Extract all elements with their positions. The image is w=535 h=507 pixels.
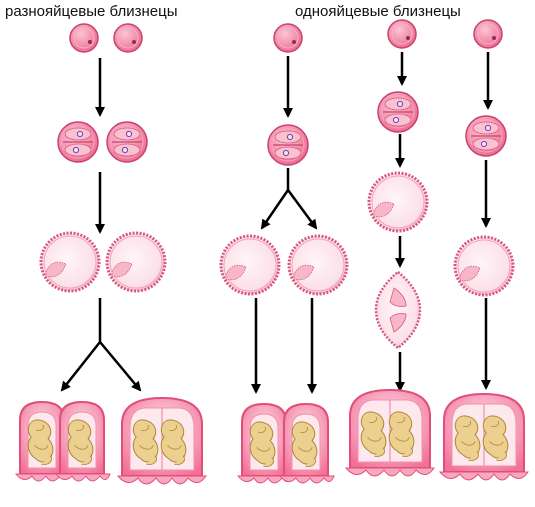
blastocyst	[367, 171, 429, 233]
arrow	[99, 341, 142, 392]
arrow	[60, 341, 101, 392]
zygote-1	[69, 23, 99, 53]
blastocyst	[105, 231, 167, 293]
zygote	[473, 19, 503, 49]
dizygotic-twins-label: разнояйцевые близнецы	[5, 3, 178, 20]
stretched-blastocyst	[374, 270, 422, 350]
shared-placenta	[440, 394, 528, 480]
blastocyst	[39, 231, 101, 293]
monozygotic-twins-label: однояйцевые близнецы	[295, 3, 461, 20]
separate-placenta	[280, 404, 334, 483]
shared-placenta	[346, 390, 434, 476]
zygote	[273, 23, 303, 53]
arrow	[260, 189, 290, 230]
zygote-2	[113, 23, 143, 53]
two-cell-stage	[465, 115, 507, 157]
arrow	[286, 189, 318, 230]
two-cell-stage	[57, 121, 99, 163]
two-cell-stage	[267, 124, 309, 166]
blastocyst	[219, 234, 281, 296]
blastocyst	[453, 235, 515, 297]
separate-placenta	[56, 402, 110, 481]
zygote	[387, 19, 417, 49]
two-cell-stage	[377, 91, 419, 133]
fused-placenta	[118, 398, 206, 484]
two-cell-stage	[106, 121, 148, 163]
blastocyst	[287, 234, 349, 296]
